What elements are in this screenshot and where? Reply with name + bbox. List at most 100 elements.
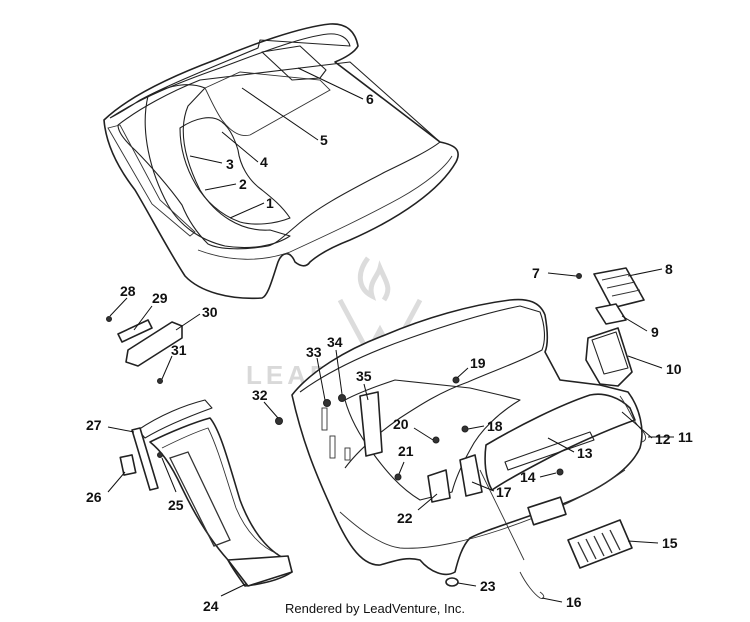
callout-23: 23 bbox=[480, 578, 496, 594]
lower-body-top-ledge bbox=[299, 305, 545, 469]
callout-21: 21 bbox=[398, 443, 414, 459]
nut-32-part bbox=[275, 417, 283, 425]
callout-28: 28 bbox=[120, 283, 136, 299]
left-side-panel bbox=[149, 417, 293, 587]
screw-25-part bbox=[157, 452, 163, 458]
hood-rim bbox=[109, 33, 351, 119]
left-panel-bottom-24 bbox=[227, 555, 293, 587]
leader-5 bbox=[241, 87, 319, 141]
mat-8-ribs bbox=[601, 273, 641, 297]
left-panel-inner-strip bbox=[161, 427, 279, 555]
leader-35 bbox=[363, 383, 369, 401]
hood-recess-panel bbox=[261, 45, 327, 81]
callout-4: 4 bbox=[260, 154, 268, 170]
leader-25 bbox=[161, 457, 177, 493]
leader-31 bbox=[161, 355, 173, 380]
side-slot-1 bbox=[321, 407, 328, 431]
leader-3 bbox=[189, 155, 223, 164]
latch-line bbox=[479, 469, 525, 561]
callout-22: 22 bbox=[397, 510, 413, 526]
nut-34-part bbox=[338, 394, 346, 402]
leader-14 bbox=[539, 472, 557, 478]
leader-7 bbox=[547, 272, 577, 277]
callout-27: 27 bbox=[86, 417, 102, 433]
leader-27 bbox=[107, 426, 135, 433]
left-panel-label-strip bbox=[169, 451, 231, 547]
callout-24: 24 bbox=[203, 598, 219, 614]
callout-16: 16 bbox=[566, 594, 582, 610]
left-panel-rod-27 bbox=[131, 427, 159, 491]
hood-left-lip bbox=[107, 124, 196, 237]
pad-9-part bbox=[595, 303, 627, 325]
hinge-17-part bbox=[459, 454, 483, 497]
leader-22 bbox=[417, 493, 438, 511]
cup-holder-rim bbox=[591, 331, 629, 375]
left-panel-assembly bbox=[106, 316, 293, 587]
callout-2: 2 bbox=[239, 176, 247, 192]
left-panel-frame bbox=[137, 399, 213, 439]
leader-28 bbox=[109, 297, 128, 317]
right-panel-slot bbox=[504, 431, 595, 471]
screw-20-part bbox=[432, 436, 440, 444]
leader-34 bbox=[335, 349, 343, 395]
leader-13 bbox=[547, 437, 575, 453]
leader-19 bbox=[456, 367, 469, 379]
hood-assembly bbox=[103, 23, 459, 300]
leader-6 bbox=[297, 67, 364, 100]
cup-holder-10 bbox=[585, 327, 633, 387]
leader-20 bbox=[413, 427, 434, 441]
label-26-part bbox=[119, 454, 137, 476]
leader-32 bbox=[263, 401, 279, 419]
leader-16 bbox=[541, 597, 563, 603]
body-badge-recess bbox=[527, 496, 567, 526]
callout-35: 35 bbox=[356, 368, 372, 384]
callout-30: 30 bbox=[202, 304, 218, 320]
leader-10 bbox=[627, 355, 663, 369]
leader-23 bbox=[457, 582, 477, 587]
seat-cushion-outer bbox=[144, 84, 291, 249]
callout-34: 34 bbox=[327, 334, 343, 350]
leader-15 bbox=[627, 540, 659, 544]
callout-13: 13 bbox=[577, 445, 593, 461]
lower-body-bottom-edge bbox=[339, 469, 626, 549]
callout-29: 29 bbox=[152, 290, 168, 306]
bracket-35-part bbox=[359, 391, 383, 457]
screw-7-part bbox=[576, 273, 582, 279]
callout-32: 32 bbox=[252, 387, 268, 403]
callout-11: 11 bbox=[678, 429, 693, 445]
callout-20: 20 bbox=[393, 416, 409, 432]
callout-9: 9 bbox=[651, 324, 659, 340]
leader-lines bbox=[107, 67, 674, 603]
callout-17: 17 bbox=[496, 484, 512, 500]
lower-body-assembly bbox=[275, 298, 643, 587]
vent-grille-slats bbox=[577, 529, 621, 563]
hood-front-edge bbox=[197, 155, 453, 260]
leader-18 bbox=[467, 425, 485, 430]
leader-8 bbox=[627, 268, 663, 277]
callout-10: 10 bbox=[666, 361, 682, 377]
side-slot-2 bbox=[329, 435, 336, 459]
callout-labels: 1 2 3 4 5 6 7 8 9 10 11 12 13 14 15 16 1… bbox=[86, 91, 693, 614]
screw-14-part bbox=[556, 468, 564, 476]
leader-26 bbox=[107, 471, 126, 493]
callout-33: 33 bbox=[306, 344, 322, 360]
callout-3: 3 bbox=[226, 156, 234, 172]
right-parts-assembly bbox=[479, 267, 647, 599]
leader-30 bbox=[175, 313, 201, 331]
mat-8-part bbox=[593, 267, 645, 309]
seat-back-panel bbox=[204, 71, 331, 136]
bracket-30-part bbox=[125, 321, 183, 367]
leader-17 bbox=[471, 481, 495, 492]
callout-8: 8 bbox=[665, 261, 673, 277]
leader-4 bbox=[221, 131, 259, 163]
side-slot-3 bbox=[344, 447, 351, 461]
screw-21-part bbox=[394, 473, 402, 481]
leader-21 bbox=[398, 461, 405, 475]
leader-9 bbox=[621, 315, 648, 332]
callout-31: 31 bbox=[171, 342, 187, 358]
leader-12 bbox=[621, 411, 653, 439]
screw-19-part bbox=[452, 376, 460, 384]
bracket-22-part bbox=[427, 469, 451, 503]
